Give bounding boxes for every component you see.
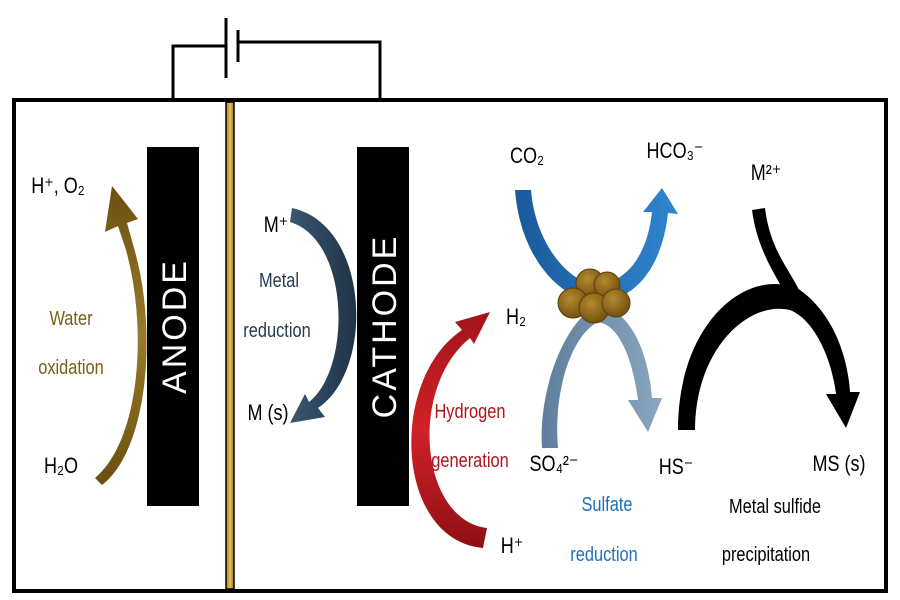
anode-label: ANODE — [156, 258, 194, 394]
hydrosulfide-label: HS⁻ — [659, 455, 694, 479]
carbon-oxidation-arrow — [515, 188, 678, 302]
metal-reduction-label-line2: reduction — [243, 318, 310, 341]
bacterium — [601, 288, 631, 318]
anode-electrode: ANODE — [147, 147, 199, 506]
hydrogen-generation-label-line2: generation — [431, 448, 508, 471]
water-oxidation-label-line2: oxidation — [38, 355, 104, 378]
hydrogen-label: H₂ — [506, 305, 526, 329]
metal-sulfide-precipitation-arrow — [678, 208, 860, 430]
divalent-metal-label: M²⁺ — [751, 161, 782, 185]
sulfate-reduction-arrow — [541, 305, 662, 448]
metal-sulfide-precipitation-label-line1: Metal sulfide — [729, 494, 821, 517]
solid-metal-label: M (s) — [247, 401, 288, 425]
cathode-electrode: CATHODE — [357, 147, 409, 506]
sulfate-reducing-bacteria-cluster — [557, 268, 631, 324]
water-oxidation-label-line1: Water — [49, 306, 92, 329]
cathode-label: CATHODE — [366, 234, 404, 419]
metal-sulfide-precipitation-label-line2: precipitation — [722, 542, 810, 565]
sulfate-reduction-label-line1: Sulfate — [581, 492, 632, 515]
bicarbonate-label: HCO₃⁻ — [647, 139, 704, 163]
proton-label: H⁺ — [501, 534, 524, 558]
anode-product-label: H⁺, O₂ — [31, 174, 85, 198]
metal-reduction-label-line1: Metal — [259, 268, 299, 291]
sulfate-reduction-label-line2: reduction — [570, 542, 637, 565]
metal-ion-label: M⁺ — [264, 213, 289, 237]
metal-reduction-arrow — [290, 208, 357, 423]
carbon-dioxide-label: CO₂ — [510, 144, 544, 168]
membrane-separator — [225, 101, 235, 590]
hydrogen-generation-arrow — [411, 312, 490, 548]
sulfate-label: SO₄²⁻ — [530, 452, 579, 476]
water-oxidation-arrow — [95, 186, 147, 485]
hydrogen-generation-label-line1: Hydrogen — [434, 399, 505, 422]
metal-sulfide-label: MS (s) — [812, 452, 865, 476]
water-label: H₂O — [44, 454, 78, 478]
